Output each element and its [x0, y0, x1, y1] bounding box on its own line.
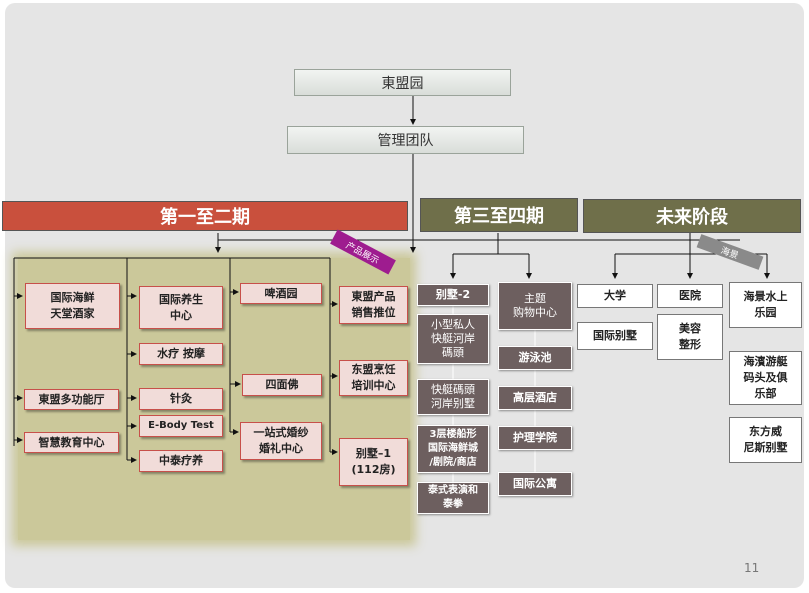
- page-number: 11: [744, 561, 760, 575]
- future-label: 未来阶段: [656, 207, 728, 228]
- phase2-label: 第三至四期: [454, 206, 544, 227]
- node-seafood-restaurant: 国际海鲜 天堂酒家: [25, 283, 120, 329]
- node-high-rise-hotel: 高层酒店: [498, 386, 572, 410]
- node-acupuncture: 针灸: [139, 388, 223, 410]
- node-boat-seafood-city: 3层楼船形 国际海鲜城 /剧院/商店: [417, 425, 489, 473]
- node-private-yacht-pier: 小型私人 快艇河岸 碼頭: [417, 314, 489, 364]
- node-swimming-pool: 游泳池: [498, 346, 572, 370]
- node-beer-garden: 啤酒园: [240, 283, 322, 304]
- node-intl-villa: 国际别墅: [577, 322, 653, 350]
- node-nursing-college: 护理学院: [498, 426, 572, 450]
- node-intl-apartment: 国际公寓: [498, 472, 572, 496]
- node-product-sales: 東盟产品 销售推位: [339, 286, 408, 324]
- node-hospital: 医院: [657, 284, 723, 308]
- phase2-header: 第三至四期: [420, 198, 578, 232]
- management-node: 管理团队: [287, 126, 524, 154]
- phase1-header: 第一至二期: [2, 201, 408, 231]
- node-yacht-pier-villa: 快艇碼頭 河岸别墅: [417, 379, 489, 415]
- node-ebody-test: E-Body Test: [139, 415, 223, 437]
- node-wedding-center: 一站式婚纱 婚礼中心: [240, 422, 322, 460]
- node-cosmetic-surgery: 美容 整形: [657, 314, 723, 360]
- node-multifunction-hall: 東盟多功能厅: [24, 389, 119, 410]
- future-header: 未来阶段: [583, 199, 801, 233]
- phase1-label: 第一至二期: [160, 207, 250, 228]
- node-water-park: 海景水上 乐园: [729, 282, 802, 328]
- root-label: 東盟园: [381, 75, 424, 92]
- root-node: 東盟园: [294, 69, 511, 96]
- node-smart-education: 智慧教育中心: [24, 432, 119, 453]
- node-thai-therapy: 中泰疗养: [139, 450, 223, 472]
- node-four-faced-buddha: 四面佛: [242, 374, 322, 396]
- node-venice-villa: 东方威 尼斯别墅: [729, 417, 802, 463]
- node-thai-show-boxing: 泰式表演和 泰拳: [417, 482, 489, 514]
- node-university: 大学: [577, 284, 653, 308]
- node-yacht-club: 海濱游艇 码头及俱 乐部: [729, 351, 802, 405]
- node-villa-1: 别墅–1 (112房): [339, 438, 408, 486]
- node-cooking-training: 东盟烹饪 培训中心: [339, 360, 408, 396]
- node-theme-shopping: 主题 购物中心: [498, 282, 572, 330]
- management-label: 管理团队: [377, 133, 434, 149]
- node-health-center: 国际养生 中心: [139, 286, 223, 329]
- node-spa-massage: 水疗 按摩: [139, 343, 223, 365]
- node-villa-2: 别墅-2: [417, 284, 489, 306]
